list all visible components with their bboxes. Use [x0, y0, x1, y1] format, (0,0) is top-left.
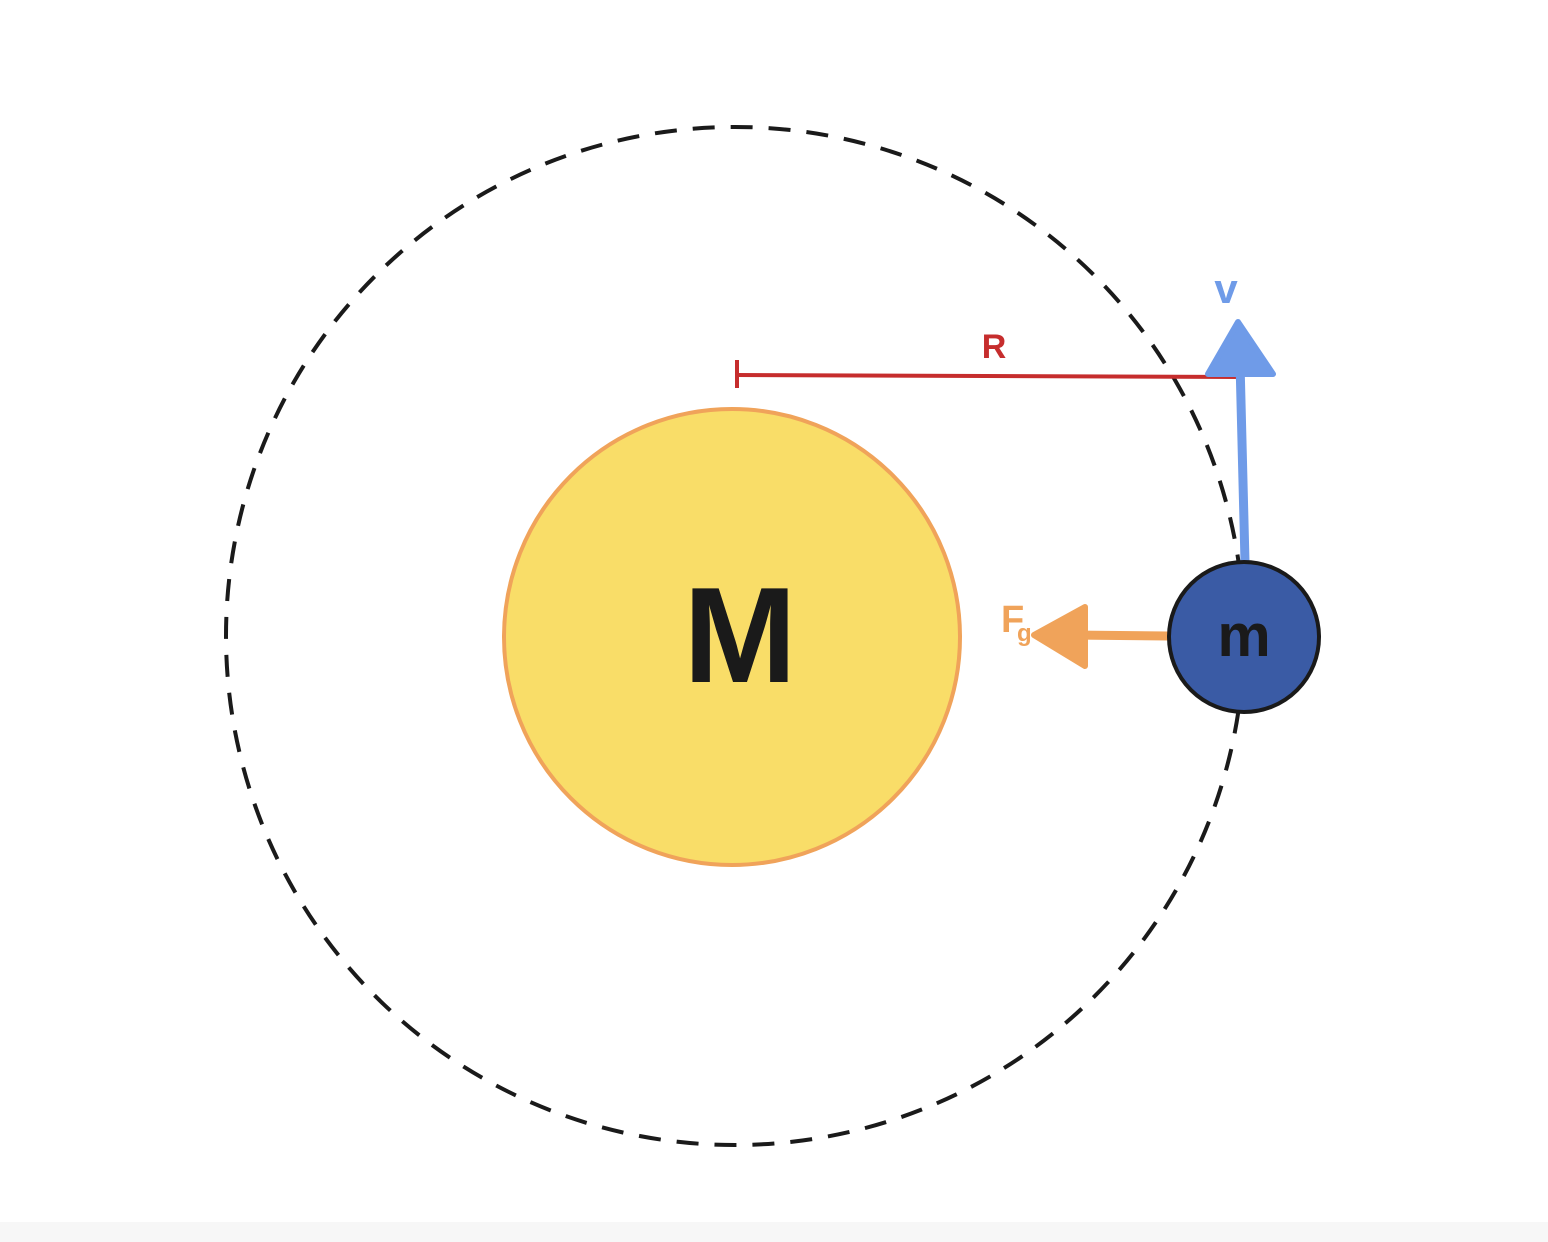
radius-marker: R	[735, 328, 1244, 390]
radius-line	[736, 373, 1243, 379]
gravity-force-label: F	[1001, 599, 1024, 641]
velocity-label: v	[1214, 265, 1238, 312]
orbiting-mass-label: m	[1217, 602, 1270, 669]
gravity-arrow-head	[1031, 604, 1088, 669]
radius-label: R	[982, 328, 1007, 366]
central-mass-label: M	[683, 559, 796, 711]
gravity-force-arrow: F g	[1001, 599, 1173, 669]
central-mass: M	[502, 407, 962, 867]
orbiting-mass-body	[1167, 560, 1321, 714]
velocity-arrow-head	[1205, 319, 1276, 377]
central-mass-body	[502, 407, 962, 867]
orbiting-mass: m	[1167, 560, 1321, 714]
gravity-force-subscript: g	[1017, 620, 1032, 647]
bottom-band	[0, 1222, 1548, 1242]
velocity-arrow: v	[1205, 265, 1276, 567]
velocity-arrow-shaft	[1235, 357, 1250, 567]
